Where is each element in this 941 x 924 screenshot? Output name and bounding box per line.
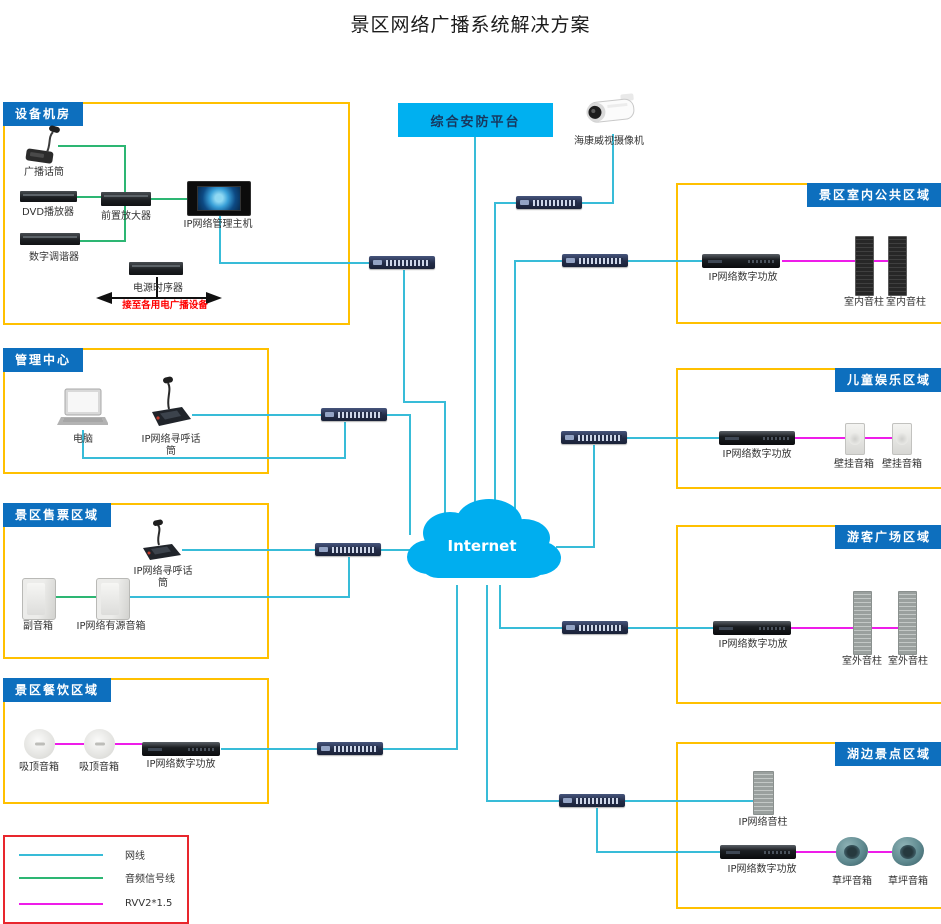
indoor-amp-label: IP网络数字功放: [708, 272, 778, 283]
wall-speaker-label: 壁挂音箱: [882, 459, 922, 470]
active-speaker-icon: [96, 578, 130, 620]
power-note: 接至各用电广播设备: [122, 300, 208, 311]
switch-dining-area: [317, 742, 383, 755]
management-paging-mic-label: IP网络寻呼话筒: [141, 434, 201, 457]
wall-speaker-icon: [892, 423, 912, 455]
children-amp-icon: [719, 431, 795, 445]
ceiling-speaker-label: 吸顶音箱: [19, 762, 59, 773]
legend-row-audio: 音频信号线: [5, 870, 187, 885]
zone-dining-area: 景区餐饮区域: [3, 678, 269, 804]
digital-tuner-label: 数字调谐器: [29, 252, 79, 263]
active-speaker-label: IP网络有源音箱: [76, 621, 146, 632]
wall-speaker-label: 壁挂音箱: [834, 459, 874, 470]
pc-label: 电脑: [73, 434, 93, 445]
ip-host-label: IP网络管理主机: [183, 219, 253, 230]
switch-children-area: [561, 431, 627, 444]
aux-speaker-icon: [22, 578, 56, 620]
switch-equipment-room: [369, 256, 435, 269]
zone-equipment-room-title: 设备机房: [3, 102, 84, 126]
switch-plaza-area: [562, 621, 628, 634]
dvd-player-icon: [20, 191, 77, 202]
children-amp-label: IP网络数字功放: [722, 449, 792, 460]
indoor-column-label: 室内音柱: [886, 297, 926, 308]
indoor-column-speaker-icon: [888, 236, 907, 296]
switch-security: [516, 196, 582, 209]
switch-lakeside-area: [559, 794, 625, 807]
ceiling-speaker-icon: [24, 729, 55, 759]
ip-column-speaker-label: IP网络音柱: [738, 817, 788, 828]
outdoor-column-speaker-icon: [898, 591, 917, 655]
zone-children-area: 儿童娱乐区域: [676, 368, 941, 489]
paging-mic-icon: [152, 376, 191, 426]
broadcast-mic-label: 广播话筒: [24, 167, 64, 178]
zone-ticket-area-title: 景区售票区域: [3, 503, 112, 527]
lawn-speaker-icon: [836, 837, 868, 866]
plaza-amp-icon: [713, 621, 791, 635]
switch-ticket-area: [315, 543, 381, 556]
zone-dining-area-title: 景区餐饮区域: [3, 678, 112, 702]
legend-row-network: 网线: [5, 847, 187, 862]
dining-amp-label: IP网络数字功放: [146, 759, 216, 770]
wall-speaker-icon: [845, 423, 865, 455]
power-sequencer-label: 电源时序器: [133, 283, 183, 294]
lawn-speaker-label: 草坪音箱: [832, 876, 872, 887]
broadcast-mic-icon: [25, 125, 60, 164]
zone-management-center-title: 管理中心: [3, 348, 84, 372]
lawn-speaker-icon: [892, 837, 924, 866]
zone-equipment-room: 设备机房: [3, 102, 350, 325]
outdoor-column-speaker-icon: [853, 591, 872, 655]
zone-plaza-area: 游客广场区域: [676, 525, 941, 704]
ip-host-icon: [187, 181, 251, 216]
power-sequencer-icon: [129, 262, 183, 275]
dining-amp-icon: [142, 742, 220, 756]
zone-lakeside-area: 湖边景点区域: [676, 742, 941, 909]
zone-plaza-area-title: 游客广场区域: [834, 525, 941, 549]
outdoor-column-label: 室外音柱: [842, 656, 882, 667]
camera-label: 海康威视摄像机: [574, 136, 644, 147]
laptop-icon: [57, 388, 108, 425]
preamp-label: 前置放大器: [101, 211, 151, 222]
lawn-speaker-label: 草坪音箱: [888, 876, 928, 887]
digital-tuner-icon: [20, 233, 80, 245]
lakeside-amp-icon: [720, 845, 796, 859]
lakeside-amp-label: IP网络数字功放: [727, 864, 797, 875]
rvv-line-label: RVV2*1.5: [125, 898, 173, 909]
security-platform: 综合安防平台: [398, 103, 553, 137]
indoor-column-speaker-icon: [855, 236, 874, 296]
ticket-paging-mic-icon: [143, 519, 181, 560]
zone-indoor-area: 景区室内公共区域: [676, 183, 941, 324]
indoor-amp-icon: [702, 254, 780, 268]
zone-management-center: 管理中心: [3, 348, 269, 474]
ceiling-speaker-icon: [84, 729, 115, 759]
network-line-swatch: [19, 853, 103, 856]
preamp-icon: [101, 192, 151, 206]
zone-indoor-area-title: 景区室内公共区域: [806, 183, 941, 207]
dvd-player-label: DVD播放器: [21, 207, 75, 218]
legend-row-rvv: RVV2*1.5: [5, 898, 187, 909]
aux-speaker-label: 副音箱: [23, 621, 53, 632]
network-line-label: 网线: [125, 851, 145, 862]
legend: 网线 音频信号线 RVV2*1.5: [3, 835, 189, 924]
zone-lakeside-area-title: 湖边景点区域: [834, 742, 941, 766]
audio-line-label: 音频信号线: [125, 874, 175, 885]
internet-label: Internet: [447, 537, 516, 555]
page-title: 景区网络广播系统解决方案: [350, 14, 591, 36]
ticket-paging-mic-label: IP网络寻呼话筒: [133, 566, 193, 589]
ip-column-speaker-icon: [753, 771, 774, 815]
switch-management: [321, 408, 387, 421]
ceiling-speaker-label: 吸顶音箱: [79, 762, 119, 773]
plaza-amp-label: IP网络数字功放: [718, 639, 788, 650]
indoor-column-label: 室内音柱: [844, 297, 884, 308]
switch-indoor-area: [562, 254, 628, 267]
zone-children-area-title: 儿童娱乐区域: [834, 368, 941, 392]
internet-cloud: Internet: [407, 499, 561, 578]
outdoor-column-label: 室外音柱: [888, 656, 928, 667]
camera-icon: [586, 93, 635, 123]
audio-line-swatch: [19, 876, 103, 879]
rvv-line-swatch: [19, 902, 103, 905]
